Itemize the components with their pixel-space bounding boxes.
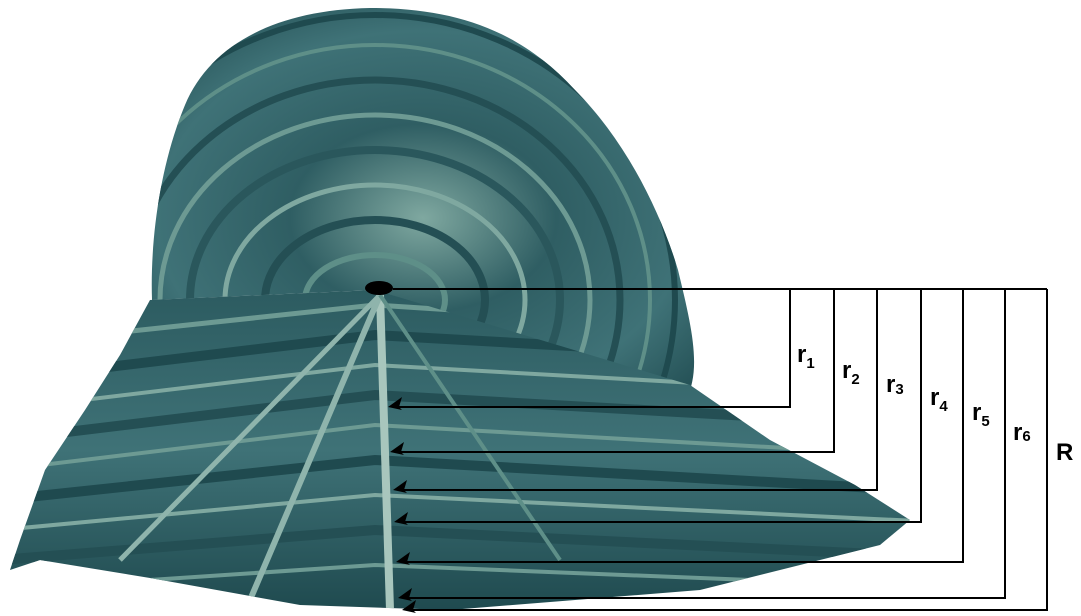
radius-label-1: r1 xyxy=(797,341,815,372)
radius-label-4: r4 xyxy=(930,384,948,415)
nucleus-dot xyxy=(365,281,393,295)
radius-label-3: r3 xyxy=(886,371,904,398)
total-radius-label: R xyxy=(1056,439,1073,466)
radius-label-2: r2 xyxy=(842,357,860,388)
radius-labels: r1 r2 r3 r4 r5 r6 R xyxy=(797,341,1073,466)
radius-label-5: r5 xyxy=(972,399,990,430)
radius-label-6: r6 xyxy=(1013,419,1031,446)
